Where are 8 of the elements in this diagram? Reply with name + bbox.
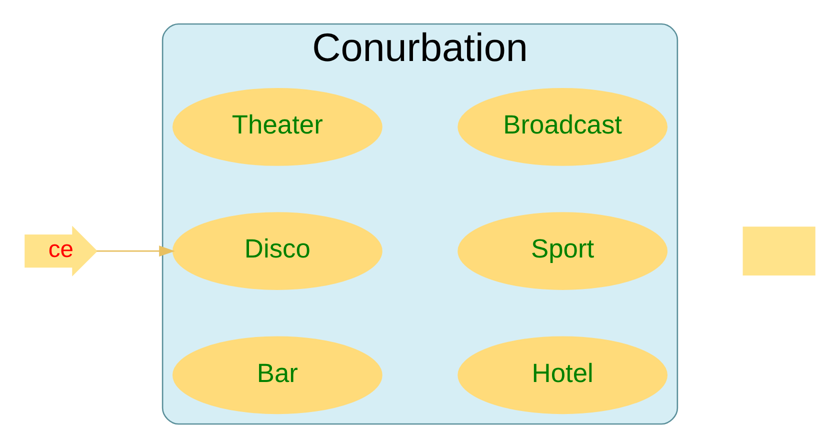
node-ellipse: Sport (458, 212, 668, 290)
node-box (742, 226, 816, 276)
node-ellipse: Disco (172, 212, 382, 290)
arrow (96, 246, 175, 257)
node-ellipse: Bar (172, 336, 382, 414)
node-ellipse: Theater (172, 88, 382, 166)
node-ellipse: Hotel (458, 336, 668, 414)
node-ellipse: Broadcast (458, 88, 668, 166)
